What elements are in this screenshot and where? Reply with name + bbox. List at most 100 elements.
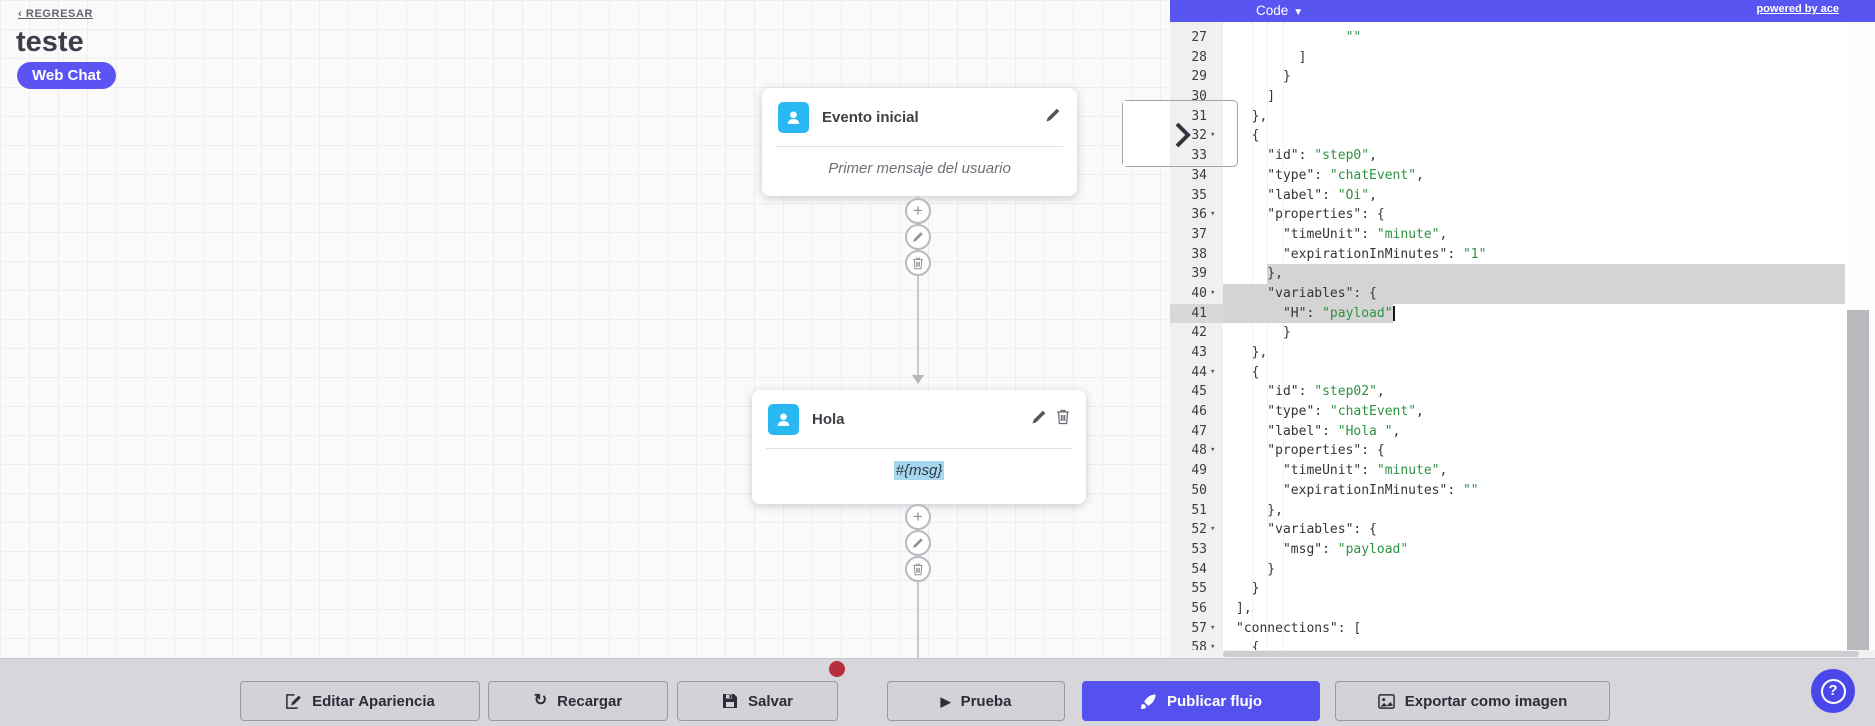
fold-arrow-icon[interactable]: ▾ (1210, 287, 1216, 298)
flow-title: teste (16, 26, 84, 58)
code-line[interactable]: "variables": { (1223, 283, 1845, 304)
code-line[interactable]: "expirationInMinutes": "" (1236, 482, 1479, 498)
code-line[interactable]: "timeUnit": "minute", (1236, 226, 1448, 242)
code-line[interactable]: "" (1236, 30, 1362, 45)
node-evento-inicial[interactable]: Evento inicial Primer mensaje del usuari… (762, 88, 1077, 196)
code-line[interactable]: { (1236, 640, 1260, 650)
code-line[interactable]: } (1236, 581, 1260, 597)
fold-arrow-icon[interactable]: ▾ (1210, 642, 1216, 650)
gutter-line-number[interactable]: 32▾ (1170, 126, 1223, 146)
code-line[interactable]: }, (1236, 108, 1268, 124)
code-line[interactable]: }, (1223, 264, 1845, 284)
fold-spacer (1210, 264, 1223, 284)
help-button[interactable]: ? (1811, 669, 1855, 713)
fold-arrow-icon[interactable]: ▾ (1210, 524, 1216, 535)
flow-canvas[interactable]: ‹ REGRESAR teste Web Chat Evento inicial… (0, 0, 1170, 658)
delete-node-icon[interactable] (1056, 409, 1070, 430)
test-button[interactable]: ▶ Prueba (887, 681, 1065, 721)
code-line[interactable]: "variables": { (1236, 522, 1377, 538)
gutter-line-number[interactable]: 44▾ (1170, 363, 1223, 383)
horizontal-scrollbar-thumb[interactable] (1223, 651, 1859, 657)
connector-edit-button[interactable] (905, 224, 931, 250)
code-line[interactable]: "id": "step02", (1236, 384, 1385, 400)
gutter-line-number: 46 (1170, 402, 1223, 422)
edit-node-icon[interactable] (1031, 409, 1047, 430)
code-line[interactable]: "msg": "payload" (1236, 541, 1409, 557)
connector-edit-button[interactable] (905, 530, 931, 556)
code-line[interactable]: } (1236, 69, 1291, 85)
unsaved-changes-dot (829, 661, 845, 677)
edit-node-icon[interactable] (1045, 107, 1061, 128)
connector-delete-button[interactable] (905, 556, 931, 582)
button-label: Exportar como imagen (1404, 692, 1568, 710)
code-line[interactable]: "id": "step0", (1236, 148, 1377, 164)
code-line[interactable]: ], (1236, 600, 1252, 616)
gutter-line-number[interactable]: 40▾ (1170, 284, 1223, 304)
fold-arrow-icon[interactable]: ▾ (1210, 366, 1216, 377)
code-line[interactable]: } (1236, 561, 1276, 577)
gutter-line-number[interactable]: 57▾ (1170, 619, 1223, 639)
code-editor[interactable]: "" ] } ] }, { "id": "step0", "type": "ch… (1223, 22, 1845, 650)
code-line[interactable]: "timeUnit": "minute", (1236, 463, 1448, 479)
save-button[interactable]: Salvar (677, 681, 838, 721)
code-mode-dropdown[interactable]: Code▼ (1256, 3, 1304, 18)
code-line[interactable]: "properties": { (1236, 207, 1385, 223)
gutter-line-number[interactable]: 48▾ (1170, 441, 1223, 461)
code-panel-collapse-handle[interactable] (1122, 100, 1238, 167)
export-image-button[interactable]: Exportar como imagen (1335, 681, 1610, 721)
back-link[interactable]: ‹ REGRESAR (18, 8, 94, 20)
horizontal-scrollbar[interactable] (1170, 650, 1875, 658)
reload-button[interactable]: ↻ Recargar (488, 681, 668, 721)
edit-appearance-button[interactable]: Editar Apariencia (240, 681, 480, 721)
vertical-scrollbar[interactable] (1845, 22, 1875, 655)
code-line[interactable]: } (1236, 325, 1291, 341)
code-line[interactable]: "properties": { (1236, 443, 1385, 459)
node-hola[interactable]: Hola #{msg} (752, 390, 1086, 504)
code-line[interactable]: "type": "chatEvent", (1236, 404, 1424, 420)
code-line[interactable]: { (1236, 364, 1260, 380)
code-line[interactable]: "H": "payload" (1223, 303, 1845, 324)
fold-spacer (1210, 186, 1223, 206)
fold-spacer (1210, 560, 1223, 580)
code-line[interactable]: }, (1236, 345, 1268, 360)
gutter-line-number[interactable]: 52▾ (1170, 520, 1223, 540)
chevron-right-icon (1175, 122, 1191, 148)
code-line[interactable]: ] (1236, 89, 1276, 105)
code-line[interactable]: ] (1236, 49, 1307, 65)
rocket-icon (1140, 693, 1156, 709)
code-line[interactable]: "connections": [ (1236, 620, 1362, 636)
gutter-line-number[interactable]: 36▾ (1170, 205, 1223, 225)
gutter-line-number: 47 (1170, 422, 1223, 442)
connector-add-button[interactable]: + (905, 198, 931, 224)
pencil-icon (913, 232, 923, 242)
code-line[interactable]: { (1236, 128, 1260, 144)
fold-arrow-icon[interactable]: ▾ (1210, 130, 1216, 141)
code-panel-header: Code▼ powered by ace (1170, 0, 1875, 22)
fold-spacer (1210, 461, 1223, 481)
bottom-toolbar: Editar Apariencia ↻ Recargar Salvar ▶ Pr… (0, 658, 1875, 726)
fold-spacer (1210, 481, 1223, 501)
gutter-line-number[interactable]: 58▾ (1170, 638, 1223, 650)
code-line[interactable]: }, (1236, 502, 1283, 518)
connector-delete-button[interactable] (905, 250, 931, 276)
pencil-icon (913, 538, 923, 548)
vertical-scrollbar-thumb[interactable] (1847, 310, 1869, 655)
fold-arrow-icon[interactable]: ▾ (1210, 209, 1216, 220)
code-line[interactable]: "type": "chatEvent", (1236, 167, 1424, 183)
chevron-down-icon: ▼ (1293, 7, 1304, 18)
fold-arrow-icon[interactable]: ▾ (1210, 445, 1216, 456)
connector-add-button[interactable]: + (905, 504, 931, 530)
button-label: Recargar (557, 692, 623, 710)
gutter-line-number: 27 (1170, 28, 1223, 48)
node-body-text: Primer mensaje del usuario (828, 160, 1011, 177)
publish-flow-button[interactable]: Publicar flujo (1082, 681, 1320, 721)
indent-guide (1267, 22, 1269, 650)
code-line[interactable]: "label": "Oi", (1236, 187, 1377, 203)
gutter-line-number: 49 (1170, 461, 1223, 481)
code-line[interactable]: "expirationInMinutes": "1" (1236, 246, 1487, 262)
powered-by-ace-link[interactable]: powered by ace (1756, 3, 1839, 15)
gutter-line-number: 39 (1170, 264, 1223, 284)
code-line[interactable]: "label": "Hola ", (1236, 423, 1401, 439)
fold-arrow-icon[interactable]: ▾ (1210, 622, 1216, 633)
node-title: Hola (812, 411, 845, 428)
